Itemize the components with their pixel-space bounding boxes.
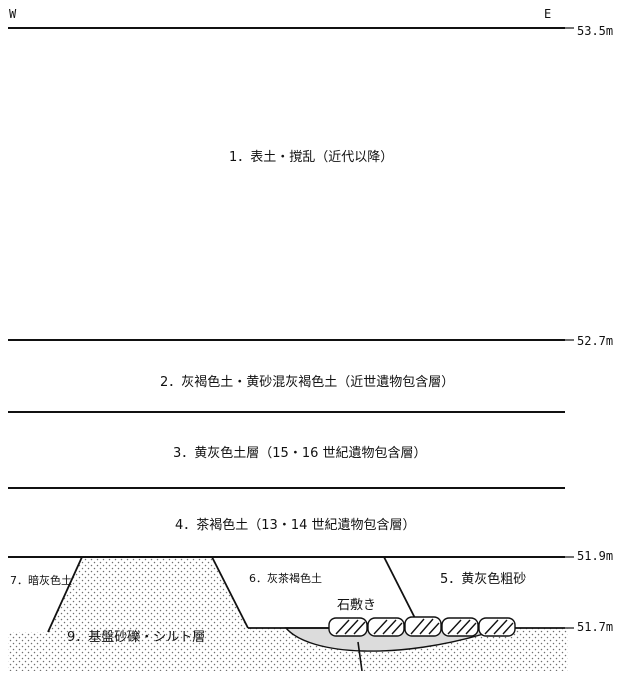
- west-label: W: [9, 7, 17, 21]
- layer6-west-boundary: [211, 556, 249, 629]
- paving-stones: [328, 616, 516, 637]
- paving-leader-line: [357, 641, 363, 671]
- layer5-label: 5．黄灰色粗砂: [440, 571, 526, 587]
- elevation-label-layer5-top: 51.9m: [577, 549, 613, 563]
- paving-stone: [367, 617, 405, 637]
- elevation-label-layer1-base: 52.7m: [577, 334, 613, 348]
- elevation-label-stone: 51.7m: [577, 620, 613, 634]
- east-label: E: [544, 7, 551, 21]
- layer2-label: 2．灰褐色土・黄砂混灰褐色土（近世遺物包含層）: [160, 374, 454, 390]
- paving-stone: [441, 617, 479, 637]
- layer4-label: 4．茶褐色土（13・14 世紀遺物包含層）: [175, 517, 416, 533]
- paving-stone: [404, 616, 442, 637]
- layer1-label: 1．表土・撹乱（近代以降）: [229, 150, 393, 165]
- layer5-boundary: [383, 556, 421, 629]
- layer7-label: 7．暗灰色土: [10, 573, 72, 587]
- paving-label: 石敷き: [337, 598, 376, 613]
- paving-stone: [478, 617, 516, 637]
- elevation-label-top: 53.5m: [577, 24, 613, 38]
- layer6-label: 6．灰茶褐色土: [249, 571, 322, 585]
- layer9-label: 9．基盤砂礫・シルト層: [67, 629, 205, 645]
- layer3-label: 3．黄灰色土層（15・16 世紀遺物包含層）: [173, 445, 427, 461]
- paving-stone: [328, 617, 368, 637]
- layer7-boundary: [47, 556, 83, 633]
